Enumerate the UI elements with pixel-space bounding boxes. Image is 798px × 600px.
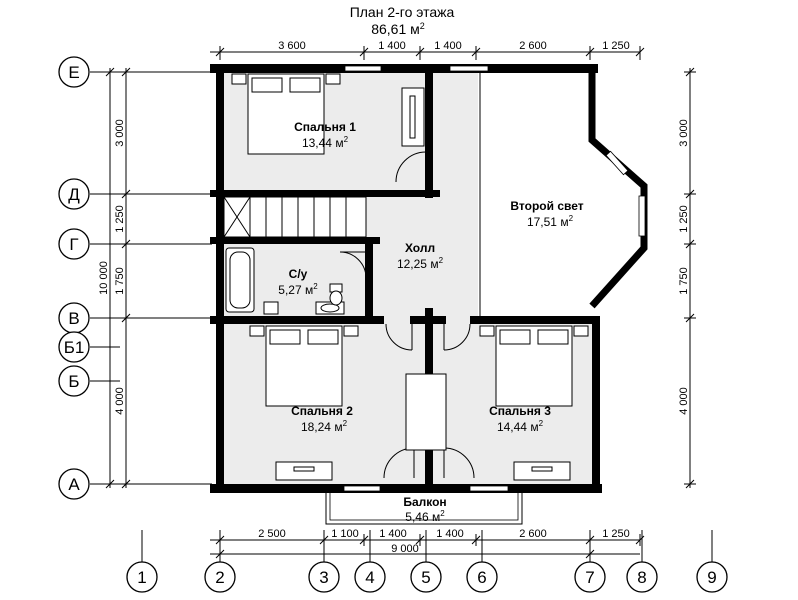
dimension-label: 1 750: [114, 267, 126, 295]
axis-label: Б: [68, 372, 79, 391]
dimension-label: 1 750: [678, 267, 690, 295]
dimension-label: 3 000: [114, 119, 126, 147]
dimension-label: 1 400: [436, 528, 464, 540]
room-area: 13,44 м2: [302, 135, 349, 150]
axis-label: А: [68, 475, 80, 494]
dimension-label: 1 250: [678, 205, 690, 233]
axis-label: 7: [585, 568, 594, 587]
room-area: 18,24 м2: [301, 419, 348, 434]
dimension-label: 3 000: [678, 119, 690, 147]
dimension-label: 1 100: [331, 528, 359, 540]
dimension-bottom: 2 500 1 100 1 400 1 400 2 600 1 250 9 00…: [210, 528, 645, 560]
axis-label: 5: [421, 568, 430, 587]
axes-letters: Е Д Г В Б1 Б А: [58, 56, 212, 500]
axis-label: Б1: [64, 338, 85, 357]
room-labels: Спальня 1 13,44 м2 Второй свет 17,51 м2 …: [278, 120, 583, 524]
dimension-left: 3 000 1 250 1 750 4 000 10 000: [98, 67, 132, 489]
room-area: 5,46 м2: [405, 509, 445, 524]
room-name: Балкон: [403, 495, 446, 509]
room-area: 14,44 м2: [497, 419, 544, 434]
dimension-top: 3 600 1 400 1 400 2 600 1 250: [210, 40, 645, 60]
room-name: Холл: [405, 241, 435, 255]
dimension-label: 2 600: [519, 528, 547, 540]
dimension-label: 4 000: [678, 387, 690, 415]
axis-label: Г: [69, 235, 78, 254]
dimension-label: 3 600: [278, 40, 306, 52]
axis-label: 8: [637, 568, 646, 587]
dimension-total: 10 000: [98, 261, 110, 295]
dimension-label: 1 250: [602, 528, 630, 540]
dimension-label: 1 400: [379, 528, 407, 540]
interior-walls: [210, 73, 600, 324]
room-area: 17,51 м2: [527, 214, 574, 229]
room-name: Спальня 1: [294, 120, 356, 134]
dimension-label: 1 400: [378, 40, 406, 52]
stairs: [223, 196, 367, 238]
dimension-label: 1 250: [114, 205, 126, 233]
dimension-label: 2 600: [519, 40, 547, 52]
axis-label: 4: [365, 568, 374, 587]
axis-label: Е: [68, 63, 79, 82]
dimension-label: 4 000: [114, 387, 126, 415]
dimension-label: 1 250: [602, 40, 630, 52]
axes-numbers: 1 2 3 4 5 6 7 8 9: [126, 530, 728, 593]
dimension-right: 3 000 1 250 1 750 4 000: [678, 67, 696, 489]
axis-label: 9: [707, 568, 716, 587]
plan-total-area: 86,61 м2: [371, 21, 425, 37]
room-name: С/у: [289, 267, 308, 281]
axis-label: Д: [68, 185, 80, 204]
room-area: 12,25 м2: [397, 256, 444, 271]
bay-wall: [479, 68, 648, 316]
room-name: Спальня 2: [291, 404, 353, 418]
axis-label: 6: [477, 568, 486, 587]
plan-title: План 2-го этажа: [350, 4, 455, 20]
axis-label: 1: [137, 568, 146, 587]
axis-label: 3: [319, 568, 328, 587]
room-name: Второй свет: [510, 199, 583, 213]
room-name: Спальня 3: [489, 404, 551, 418]
furniture: [225, 73, 589, 481]
dimension-label: 2 500: [258, 528, 286, 540]
dimension-total: 9 000: [391, 543, 419, 555]
dimension-label: 1 400: [434, 40, 462, 52]
axis-label: 2: [215, 568, 224, 587]
room-area: 5,27 м2: [278, 282, 318, 297]
axis-label: В: [68, 309, 79, 328]
windows: [343, 65, 509, 492]
